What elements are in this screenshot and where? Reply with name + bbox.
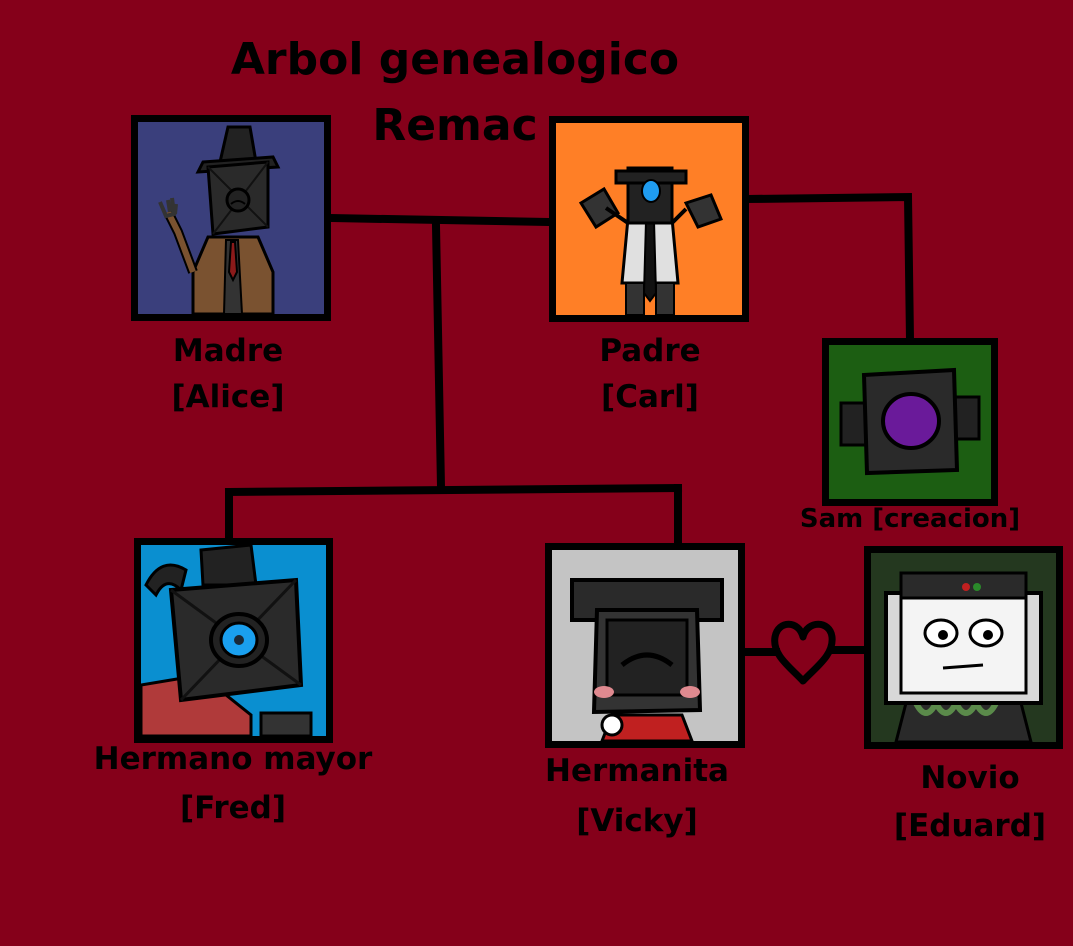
vicky-portrait xyxy=(545,543,745,748)
fred-avatar xyxy=(141,545,326,736)
eduard-avatar xyxy=(871,553,1056,742)
page-title: Arbol genealogico xyxy=(230,34,680,85)
fred-portrait xyxy=(134,538,333,743)
padre-name: [Carl] xyxy=(601,379,699,415)
vicky-role: Hermanita xyxy=(545,753,729,789)
eduard-role: Novio xyxy=(920,760,1020,796)
sam-portrait xyxy=(822,338,998,506)
padre-role: Padre xyxy=(599,333,701,369)
marriage-line xyxy=(325,213,556,227)
eduard-name: [Eduard] xyxy=(893,808,1047,844)
madre-portrait xyxy=(131,115,331,321)
sam-label: Sam [creacion] xyxy=(799,504,1021,534)
padre-to-sam-line xyxy=(743,192,915,345)
fred-name: [Fred] xyxy=(179,790,287,826)
padre-portrait xyxy=(549,116,749,322)
parents-to-children-line xyxy=(431,221,446,492)
fred-role: Hermano mayor xyxy=(93,741,373,777)
padre-avatar xyxy=(556,123,742,315)
vicky-name: [Vicky] xyxy=(576,803,698,839)
madre-avatar xyxy=(138,122,324,314)
page-subtitle: Remac xyxy=(372,100,538,151)
heart-icon xyxy=(771,620,836,685)
madre-name: [Alice] xyxy=(171,379,285,415)
children-bar-line xyxy=(224,483,683,497)
madre-role: Madre xyxy=(172,333,284,369)
vicky-avatar xyxy=(552,550,738,741)
eduard-portrait xyxy=(864,546,1063,749)
sam-avatar xyxy=(829,345,991,499)
